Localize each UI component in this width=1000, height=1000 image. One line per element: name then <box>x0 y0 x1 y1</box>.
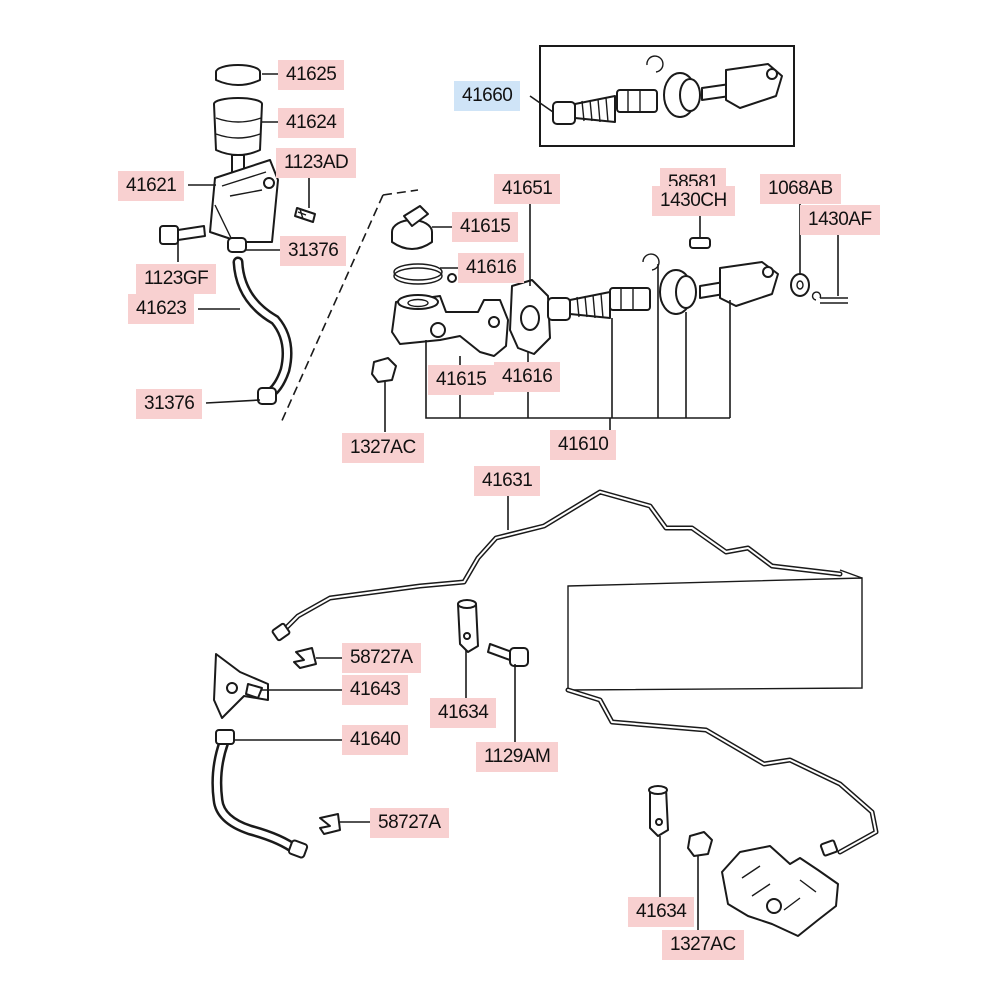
part-label-1430AF[interactable]: 1430AF <box>800 205 880 235</box>
assembly-41660-box <box>539 45 795 147</box>
part-label-41651[interactable]: 41651 <box>494 174 561 204</box>
part-label-41616-lower[interactable]: 41616 <box>494 362 561 392</box>
part-label-1123GF[interactable]: 1123GF <box>136 264 217 294</box>
master-cylinder-components <box>371 205 848 383</box>
part-label-41631[interactable]: 41631 <box>474 466 541 496</box>
part-label-1068AB[interactable]: 1068AB <box>760 174 841 204</box>
part-label-1129AM[interactable]: 1129AM <box>476 742 559 772</box>
part-label-1327AC-upper[interactable]: 1327AC <box>342 433 424 463</box>
part-label-41634-lower[interactable]: 41634 <box>628 897 695 927</box>
part-label-41615-lower[interactable]: 41615 <box>428 365 495 395</box>
part-label-41615-upper[interactable]: 41615 <box>452 212 519 242</box>
part-label-41621[interactable]: 41621 <box>118 171 185 201</box>
part-label-41640[interactable]: 41640 <box>342 725 409 755</box>
part-label-1430CH[interactable]: 1430CH <box>652 186 735 216</box>
part-label-41610[interactable]: 41610 <box>550 430 617 460</box>
assembly-divider-line <box>279 194 384 426</box>
reservoir-assembly <box>159 64 316 405</box>
part-label-41616-upper[interactable]: 41616 <box>458 253 525 283</box>
assembly-label-41660[interactable]: 41660 <box>454 81 521 111</box>
part-label-58727A-lower[interactable]: 58727A <box>370 808 449 838</box>
leader-lines <box>177 73 839 930</box>
clutch-pipe-assembly <box>211 489 879 937</box>
part-label-31376-lower[interactable]: 31376 <box>136 389 203 419</box>
part-label-1123AD[interactable]: 1123AD <box>276 148 357 178</box>
part-label-41634-upper[interactable]: 41634 <box>430 698 497 728</box>
part-label-41623[interactable]: 41623 <box>128 294 195 324</box>
part-label-41625[interactable]: 41625 <box>278 60 345 90</box>
part-label-31376-upper[interactable]: 31376 <box>280 236 347 266</box>
part-label-58727A-upper[interactable]: 58727A <box>342 643 421 673</box>
part-label-41643[interactable]: 41643 <box>342 675 409 705</box>
part-label-41624[interactable]: 41624 <box>278 108 345 138</box>
part-label-1327AC-lower[interactable]: 1327AC <box>662 930 744 960</box>
